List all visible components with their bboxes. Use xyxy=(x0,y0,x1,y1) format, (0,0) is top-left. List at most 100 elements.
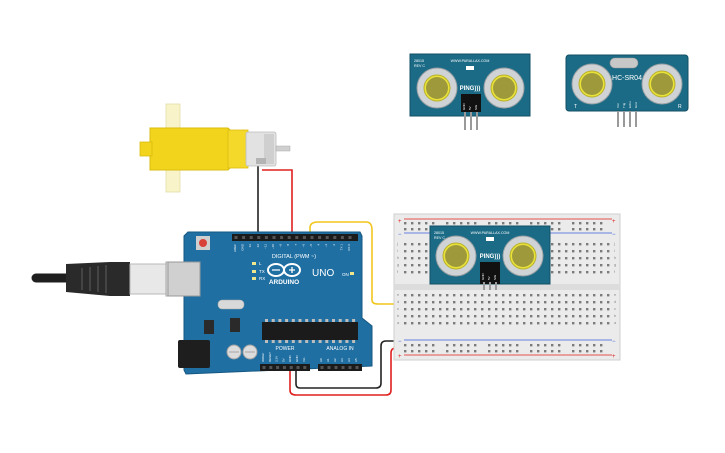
rail-hole[interactable] xyxy=(537,344,540,347)
breadboard-hole[interactable] xyxy=(558,308,561,311)
digital-pin-hole[interactable] xyxy=(318,236,322,239)
rail-hole[interactable] xyxy=(404,228,407,231)
breadboard-hole[interactable] xyxy=(411,322,414,325)
breadboard-hole[interactable] xyxy=(418,294,421,297)
rail-hole[interactable] xyxy=(558,350,561,353)
breadboard-hole[interactable] xyxy=(516,294,519,297)
breadboard-hole[interactable] xyxy=(558,271,561,274)
breadboard-hole[interactable] xyxy=(586,264,589,267)
breadboard-hole[interactable] xyxy=(509,308,512,311)
breadboard-hole[interactable] xyxy=(411,271,414,274)
breadboard-hole[interactable] xyxy=(544,294,547,297)
breadboard-hole[interactable] xyxy=(460,322,463,325)
digital-pin-hole[interactable] xyxy=(249,236,253,239)
analog-pin-hole[interactable] xyxy=(341,366,345,369)
breadboard-hole[interactable] xyxy=(600,264,603,267)
digital-pin-hole[interactable] xyxy=(340,236,344,239)
rail-hole[interactable] xyxy=(593,344,596,347)
analog-pin-hole[interactable] xyxy=(348,366,352,369)
breadboard-hole[interactable] xyxy=(481,301,484,304)
rail-hole[interactable] xyxy=(460,344,463,347)
analog-pin-hole[interactable] xyxy=(355,366,359,369)
breadboard-hole[interactable] xyxy=(565,264,568,267)
rail-hole[interactable] xyxy=(509,344,512,347)
breadboard-hole[interactable] xyxy=(467,322,470,325)
breadboard-hole[interactable] xyxy=(488,322,491,325)
breadboard-hole[interactable] xyxy=(418,257,421,260)
rail-hole[interactable] xyxy=(418,228,421,231)
analog-pin-hole[interactable] xyxy=(327,366,331,369)
breadboard-hole[interactable] xyxy=(579,308,582,311)
rail-hole[interactable] xyxy=(467,344,470,347)
breadboard-hole[interactable] xyxy=(460,301,463,304)
breadboard-hole[interactable] xyxy=(425,301,428,304)
breadboard-hole[interactable] xyxy=(537,308,540,311)
power-pin-hole[interactable] xyxy=(289,366,293,369)
wire-motor-red[interactable] xyxy=(262,169,293,238)
power-pin-hole[interactable] xyxy=(296,366,300,369)
breadboard-hole[interactable] xyxy=(586,308,589,311)
rail-hole[interactable] xyxy=(432,344,435,347)
breadboard-hole[interactable] xyxy=(418,301,421,304)
breadboard-hole[interactable] xyxy=(481,308,484,311)
rail-hole[interactable] xyxy=(530,350,533,353)
breadboard-hole[interactable] xyxy=(586,257,589,260)
breadboard-hole[interactable] xyxy=(411,315,414,318)
breadboard-hole[interactable] xyxy=(586,294,589,297)
rail-hole[interactable] xyxy=(446,344,449,347)
breadboard-hole[interactable] xyxy=(558,264,561,267)
breadboard-hole[interactable] xyxy=(558,315,561,318)
breadboard-hole[interactable] xyxy=(586,243,589,246)
breadboard-hole[interactable] xyxy=(565,243,568,246)
rail-hole[interactable] xyxy=(537,222,540,225)
breadboard-hole[interactable] xyxy=(425,257,428,260)
rail-hole[interactable] xyxy=(593,222,596,225)
breadboard-hole[interactable] xyxy=(593,250,596,253)
rail-hole[interactable] xyxy=(600,228,603,231)
breadboard-hole[interactable] xyxy=(537,322,540,325)
breadboard-hole[interactable] xyxy=(523,322,526,325)
breadboard-hole[interactable] xyxy=(544,322,547,325)
breadboard-hole[interactable] xyxy=(558,322,561,325)
breadboard-hole[interactable] xyxy=(432,322,435,325)
breadboard-hole[interactable] xyxy=(425,271,428,274)
breadboard-hole[interactable] xyxy=(607,264,610,267)
breadboard-hole[interactable] xyxy=(432,301,435,304)
rail-hole[interactable] xyxy=(474,350,477,353)
breadboard-hole[interactable] xyxy=(502,315,505,318)
breadboard-hole[interactable] xyxy=(404,250,407,253)
breadboard-hole[interactable] xyxy=(453,315,456,318)
rail-hole[interactable] xyxy=(509,222,512,225)
breadboard-hole[interactable] xyxy=(523,315,526,318)
breadboard-hole[interactable] xyxy=(502,322,505,325)
breadboard-hole[interactable] xyxy=(572,271,575,274)
breadboard-hole[interactable] xyxy=(474,308,477,311)
breadboard-hole[interactable] xyxy=(551,322,554,325)
breadboard-hole[interactable] xyxy=(425,250,428,253)
rail-hole[interactable] xyxy=(544,344,547,347)
power-pin-hole[interactable] xyxy=(262,366,266,369)
breadboard-hole[interactable] xyxy=(607,308,610,311)
digital-pin-hole[interactable] xyxy=(348,236,352,239)
rail-hole[interactable] xyxy=(411,222,414,225)
breadboard-hole[interactable] xyxy=(607,301,610,304)
breadboard-hole[interactable] xyxy=(425,315,428,318)
breadboard-hole[interactable] xyxy=(439,315,442,318)
rail-hole[interactable] xyxy=(453,222,456,225)
breadboard-hole[interactable] xyxy=(572,322,575,325)
rail-hole[interactable] xyxy=(432,350,435,353)
rail-hole[interactable] xyxy=(411,350,414,353)
rail-hole[interactable] xyxy=(404,350,407,353)
analog-pin-hole[interactable] xyxy=(320,366,324,369)
breadboard-hole[interactable] xyxy=(467,301,470,304)
breadboard-hole[interactable] xyxy=(544,308,547,311)
breadboard-hole[interactable] xyxy=(418,308,421,311)
breadboard-hole[interactable] xyxy=(558,301,561,304)
breadboard-hole[interactable] xyxy=(600,294,603,297)
power-pin-hole[interactable] xyxy=(276,366,280,369)
power-pin-hole[interactable] xyxy=(303,366,307,369)
rail-hole[interactable] xyxy=(537,350,540,353)
sensor-pin[interactable] xyxy=(476,112,478,130)
rail-hole[interactable] xyxy=(425,222,428,225)
